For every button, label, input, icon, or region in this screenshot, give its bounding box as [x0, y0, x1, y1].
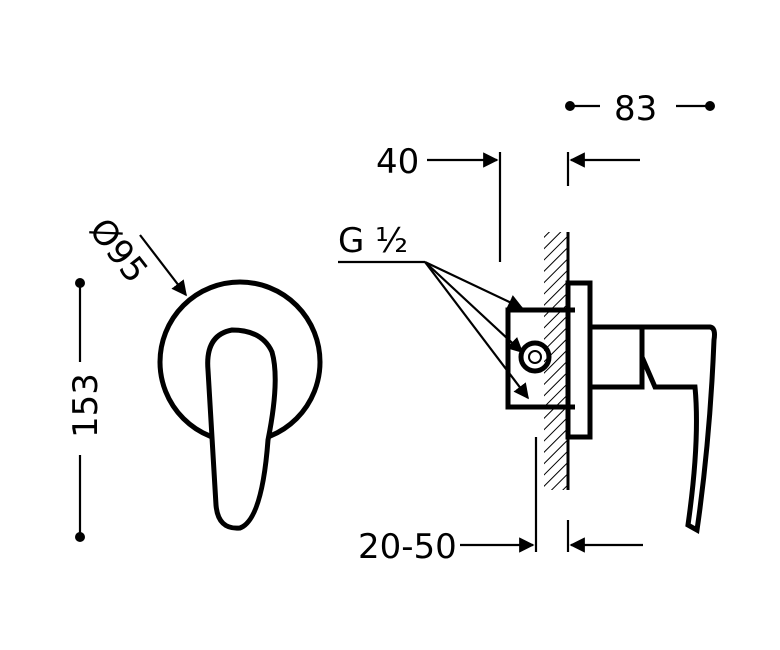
diameter-leader — [139, 234, 187, 297]
thread-label: G ½ — [338, 221, 408, 261]
handle-profile — [639, 324, 717, 534]
flange-plate — [565, 280, 593, 440]
lever-handle — [205, 327, 278, 531]
thread-leader-3 — [424, 261, 529, 400]
thread-leader-2 — [424, 261, 524, 354]
dim83-label: 83 — [614, 89, 657, 129]
inlet-fitting-core — [528, 350, 542, 364]
diameter-label: Ø95 — [81, 211, 156, 291]
dim40-label: 40 — [376, 142, 419, 182]
height-label: 153 — [66, 373, 106, 438]
front-view: Ø95 153 — [66, 211, 323, 542]
dim2050-label: 20-50 — [358, 527, 457, 567]
inlet-fitting — [518, 340, 552, 374]
side-view: G ½ 40 83 20-50 — [338, 89, 717, 567]
thread-leader-1 — [424, 261, 524, 310]
valve-body — [505, 307, 575, 410]
spindle-housing — [590, 324, 645, 390]
